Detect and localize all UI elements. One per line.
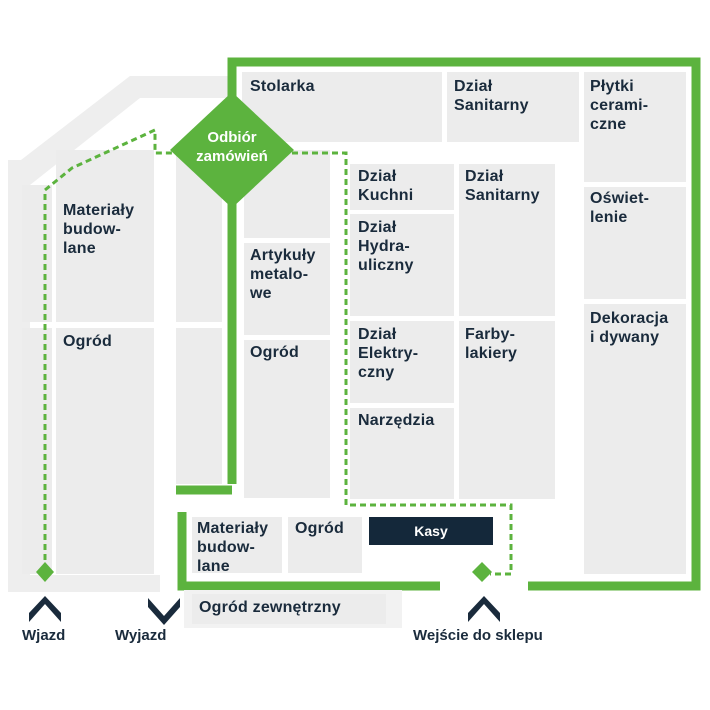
zone-narzedzia <box>350 408 454 499</box>
zone-kuchni <box>350 164 454 210</box>
zone-label-narzedzia: Narzędzia <box>358 412 435 429</box>
zone-left-narrow-top <box>22 185 52 322</box>
route-left <box>43 127 180 570</box>
zone-label-materialy-bottom: Materiały budow- lane <box>197 520 269 575</box>
zone-label-artykuly: Artykuły metalo- we <box>250 247 316 302</box>
store-entrance-marker-diamond <box>472 562 492 582</box>
zone-label-sanitarny-mid: Dział Sanitarny <box>465 168 540 204</box>
zone-ogrod-inner <box>244 340 330 498</box>
zone-sanitarny-mid <box>459 164 555 316</box>
route-inner <box>292 151 513 576</box>
zone-label-farby: Farby- lakiery <box>465 326 518 362</box>
zone-label-ogrod-zewnetrzny: Ogród zewnętrzny <box>199 599 341 616</box>
wejscie-arrow-icon <box>468 596 500 622</box>
zone-label-ogrod-bottom: Ogród <box>295 520 344 537</box>
pickup-diamond <box>170 92 294 208</box>
zone-sanitarny-top <box>447 72 579 142</box>
zone-stolarka <box>242 72 442 142</box>
zone-label-oswietlenie: Oświet- lenie <box>590 190 650 226</box>
zone-artykuly <box>244 243 330 335</box>
zone-materialy-left <box>56 150 154 322</box>
zone-oswietlenie <box>584 187 686 299</box>
zone-hydraulika <box>350 214 454 316</box>
zone-materialy-bottom <box>192 517 282 573</box>
zone-label-elektryka: Dział Elektry- czny <box>358 326 419 381</box>
wjazd-arrow-icon <box>29 596 61 622</box>
checkout-kasy: Kasy <box>369 517 493 545</box>
zone-label-dekoracja: Dekoracja i dywany <box>590 310 669 346</box>
zone-label-kuchni: Dział Kuchni <box>358 168 414 204</box>
zone-label-ogrod-inner: Ogród <box>250 344 299 361</box>
zone-ogrod-left <box>56 328 154 574</box>
pickup-label: Odbiór zamówień <box>196 129 268 165</box>
zone-label-materialy-left: Materiały budow- lane <box>63 202 135 257</box>
wejscie-label: Wejście do sklepu <box>413 627 543 644</box>
zone-elektryka <box>350 321 454 403</box>
zone-aisle-column-bottom <box>176 328 222 484</box>
zone-label-stolarka: Stolarka <box>250 78 315 95</box>
wyjazd-arrow-icon <box>148 598 180 625</box>
zone-dekoracja <box>584 304 686 574</box>
wyjazd-label: Wyjazd <box>115 627 167 644</box>
zone-label-sanitarny-top: Dział Sanitarny <box>454 78 529 114</box>
entry-marker-diamond <box>36 562 54 582</box>
wjazd-label: Wjazd <box>22 627 66 644</box>
zone-farby <box>459 321 555 499</box>
zone-label-hydraulika: Dział Hydra- uliczny <box>358 219 414 274</box>
zone-ogrod-zewnetrzny <box>192 594 386 624</box>
left-outer-strip <box>8 160 22 590</box>
store-outline-bottom <box>176 485 440 591</box>
zone-plytki <box>584 72 686 182</box>
zone-ogrod-bottom <box>288 517 362 573</box>
zone-label-ogrod-left: Ogród <box>63 333 112 350</box>
zone-left-narrow-bottom <box>22 328 52 574</box>
zone-label-plytki: Płytki cerami- czne <box>590 78 649 133</box>
